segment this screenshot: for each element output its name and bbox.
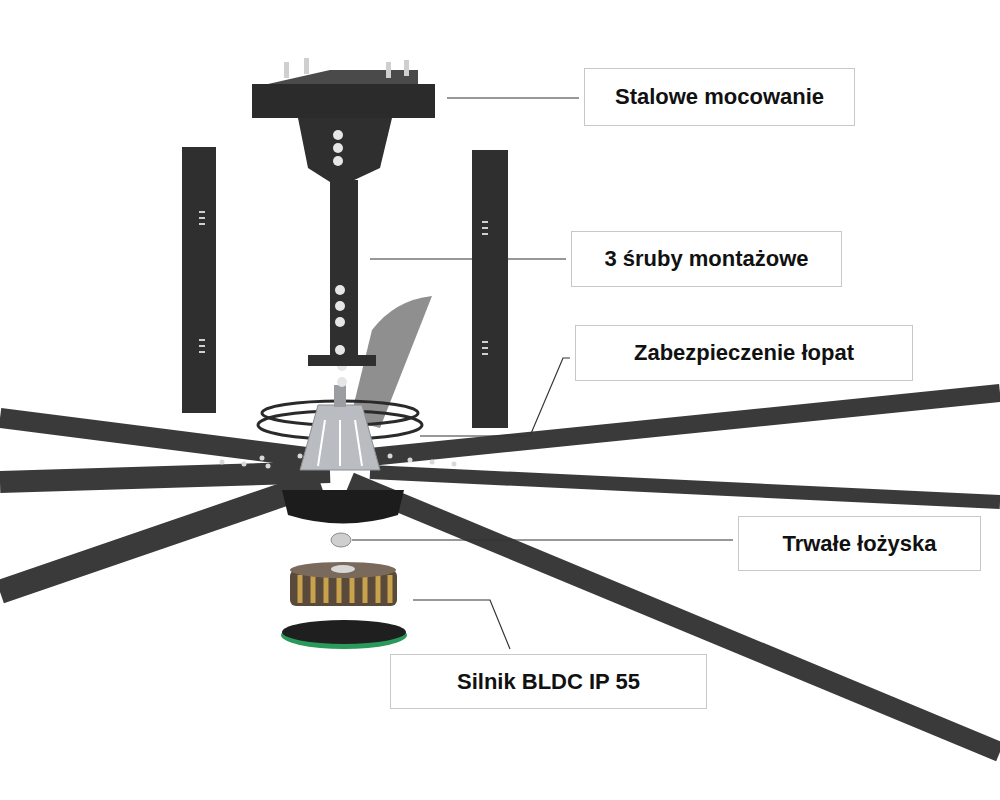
steel-mount — [268, 70, 418, 84]
mount-yoke — [298, 118, 392, 182]
rod-slots — [199, 212, 488, 354]
downrod — [330, 180, 358, 355]
mount-bolts — [284, 58, 409, 78]
extension-rod — [472, 150, 508, 428]
callout-label: Silnik BLDC IP 55 — [457, 669, 640, 695]
fan-blade — [0, 472, 330, 482]
motor-coils — [300, 575, 390, 603]
extension-rod — [182, 147, 216, 413]
leader-line — [413, 600, 510, 649]
rod-clamp — [308, 355, 376, 366]
callout-box: Stalowe mocowanie — [584, 68, 855, 126]
fan-blade — [0, 482, 320, 592]
shaft — [334, 385, 346, 407]
callout-label: Zabezpieczenie łopat — [634, 340, 854, 366]
callout-box: Trwałe łożyska — [738, 516, 981, 571]
callout-box: 3 śruby montażowe — [571, 231, 842, 287]
callout-label: Trwałe łożyska — [782, 531, 936, 557]
fan-blades — [0, 393, 1000, 752]
leader-line — [352, 539, 733, 540]
callout-box: Zabezpieczenie łopat — [575, 325, 913, 381]
hub-ribs — [318, 420, 362, 466]
bearing — [331, 533, 351, 547]
fan-blade — [350, 482, 1000, 752]
motor-shaft — [331, 565, 355, 573]
base-disk — [281, 621, 407, 649]
leader-line — [447, 97, 579, 98]
leader-line — [370, 258, 566, 259]
hub-cover — [282, 490, 404, 524]
steel-mount — [252, 84, 435, 118]
leader-line — [420, 358, 570, 436]
callout-box: Silnik BLDC IP 55 — [390, 654, 707, 709]
fan-blade — [0, 418, 330, 460]
callout-label: Stalowe mocowanie — [615, 84, 824, 110]
hub — [300, 405, 380, 470]
base-disk — [282, 620, 406, 644]
motor-top — [290, 562, 396, 578]
fan-blade — [360, 393, 1000, 458]
callout-label: 3 śruby montażowe — [604, 246, 808, 272]
rod-holes — [333, 130, 347, 387]
fan-blade — [370, 472, 1000, 502]
